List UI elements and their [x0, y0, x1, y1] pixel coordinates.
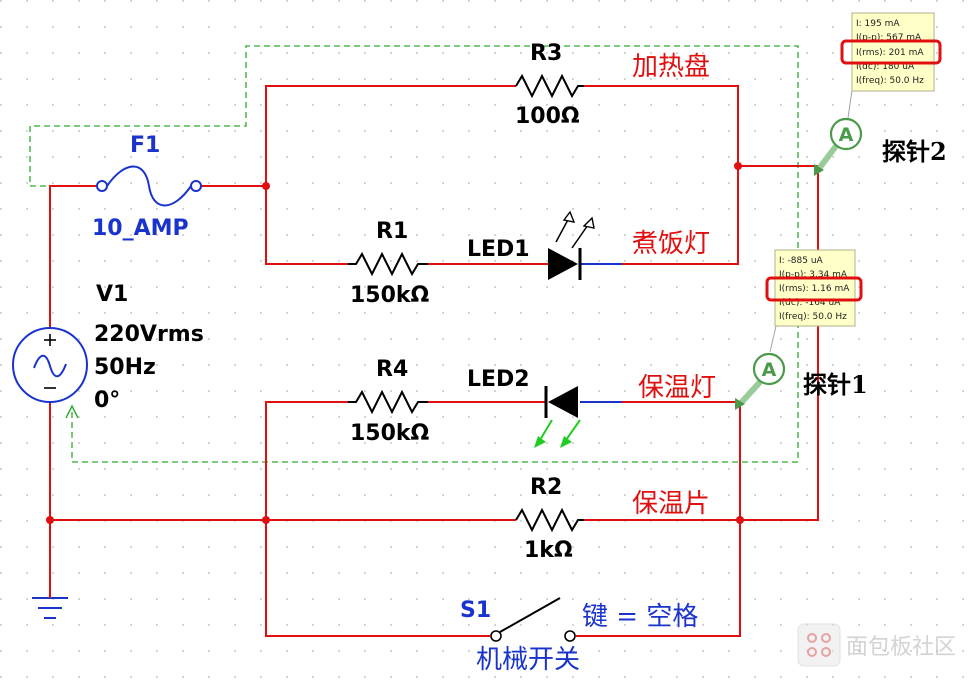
probe-2-reading-3: I(dc): 180 uA	[856, 62, 915, 72]
probe-1-reading-4: I(freq): 50.0 Hz	[779, 312, 847, 322]
r3-label: 加热盘	[632, 52, 710, 82]
s1-key: 键 = 空格	[582, 602, 698, 632]
v1-frequency: 50Hz	[94, 355, 156, 380]
green-dashed-net	[29, 45, 799, 463]
watermark: 面包板社区	[797, 623, 956, 667]
resistor-r4	[348, 389, 428, 415]
resistor-r3	[515, 73, 584, 99]
led2-diode	[534, 386, 581, 448]
probe-1-reading-1: I(p-p): 3.34 mA	[779, 270, 848, 280]
r2-name: R2	[530, 475, 562, 500]
probe-2-symbol: A	[839, 124, 854, 146]
junction-dots	[46, 162, 744, 524]
probe-1-label: 探针1	[803, 370, 868, 399]
probe-1-reading-2: I(rms): 1.16 mA	[779, 284, 850, 294]
fuse-f1	[96, 165, 202, 207]
s1-name: S1	[460, 598, 491, 623]
green-arrow	[65, 404, 79, 419]
v1-voltage: 220Vrms	[94, 322, 204, 347]
ac-source-v1	[12, 327, 88, 403]
probe-2-reading-0: I: 195 mA	[856, 19, 900, 29]
led1-name: LED1	[467, 237, 530, 262]
led2-name: LED2	[467, 367, 530, 392]
v1-name: V1	[96, 282, 128, 307]
probe-1-symbol: A	[762, 359, 777, 381]
probe-2-reading-4: I(freq): 50.0 Hz	[856, 76, 924, 86]
ground-symbol	[32, 594, 68, 619]
s1-label: 机械开关	[476, 645, 580, 675]
probe-1-reading-3: I(dc): -164 uA	[779, 298, 841, 308]
r4-name: R4	[376, 357, 408, 382]
probe-1[interactable]: A	[735, 325, 786, 410]
probe-1-highlight	[765, 276, 863, 302]
probe-2-highlight	[840, 39, 942, 65]
f1-value: 10_AMP	[92, 216, 189, 241]
r4-value: 150kΩ	[350, 421, 430, 446]
probe-1-box: I: -885 uA I(p-p): 3.34 mA I(rms): 1.16 …	[765, 249, 863, 327]
r1-value: 150kΩ	[350, 283, 430, 308]
r2-value: 1kΩ	[524, 538, 573, 563]
r3-name: R3	[530, 41, 562, 66]
r2-label: 保温片	[632, 489, 710, 519]
resistor-r1	[348, 251, 428, 277]
resistor-r2	[515, 507, 584, 533]
led1-label: 煮饭灯	[632, 229, 710, 259]
r1-name: R1	[376, 219, 408, 244]
probe-2-label: 探针2	[882, 137, 947, 166]
watermark-text: 面包板社区	[846, 635, 956, 660]
r3-value: 100Ω	[515, 104, 580, 129]
probe-2-box: I: 195 mA I(p-p): 567 mA I(rms): 201 mA …	[840, 12, 942, 92]
probe-1-reading-0: I: -885 uA	[779, 256, 824, 266]
led1-diode	[548, 210, 595, 280]
probe-2[interactable]: A	[814, 89, 863, 176]
f1-name: F1	[130, 133, 160, 158]
led2-label: 保温灯	[638, 373, 716, 403]
probe-2-reading-2: I(rms): 201 mA	[856, 48, 924, 58]
switch-s1[interactable]	[490, 597, 576, 642]
v1-phase: 0°	[94, 388, 120, 413]
probe-2-reading-1: I(p-p): 567 mA	[856, 33, 922, 43]
